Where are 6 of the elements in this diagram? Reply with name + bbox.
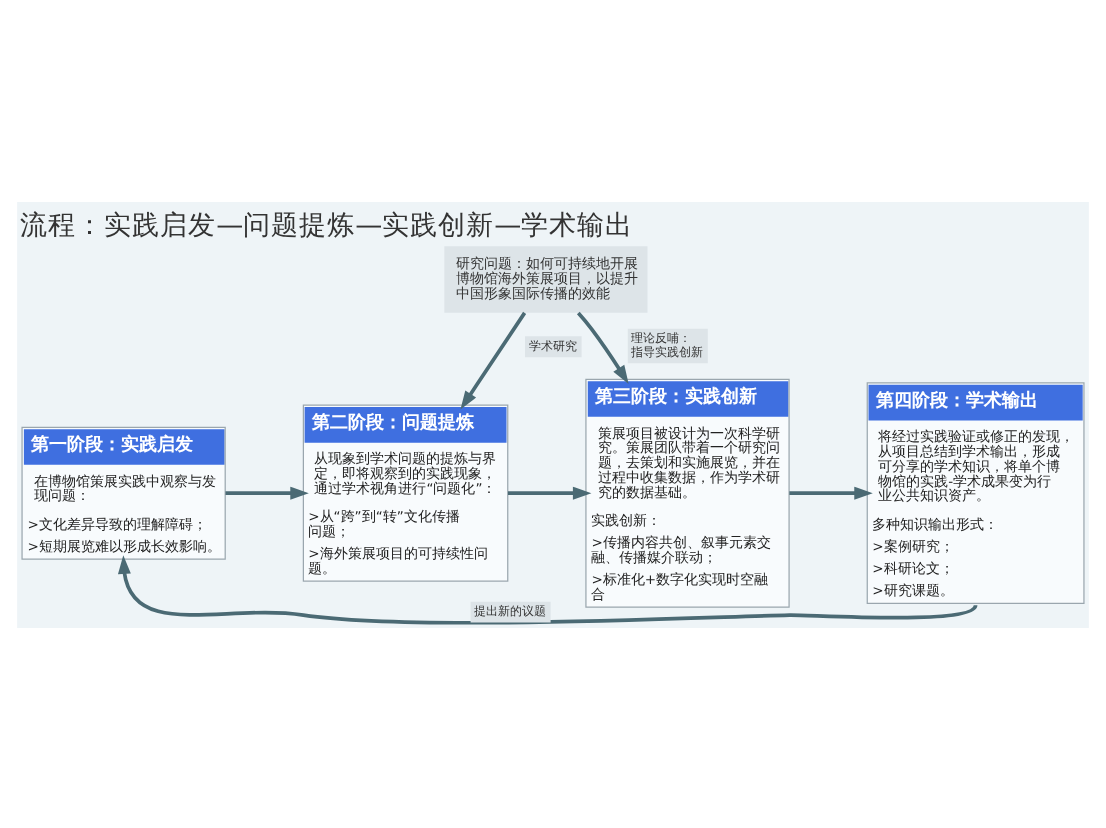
arrow xyxy=(508,485,592,499)
diagram-title: 流程：实践启发—问题提炼—实践创新—学术输出 xyxy=(20,208,634,241)
arrow xyxy=(576,310,629,383)
arrow xyxy=(789,485,873,499)
arrow xyxy=(460,310,527,409)
arrow xyxy=(225,485,309,499)
